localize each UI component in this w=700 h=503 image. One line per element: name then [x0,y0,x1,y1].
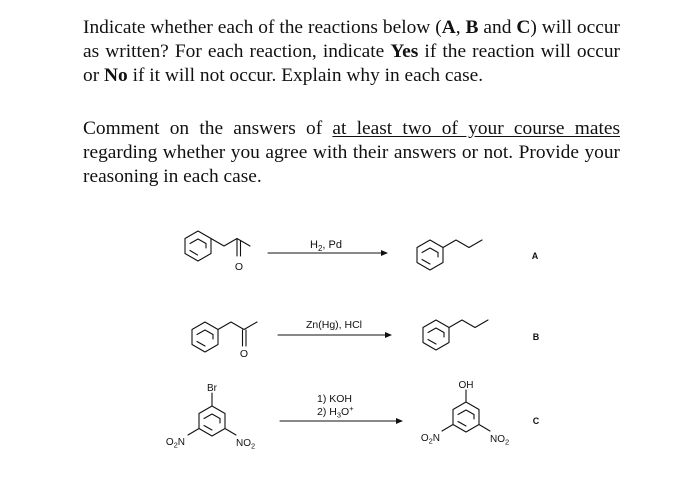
reagent-b-label: Zn(Hg), HCl [306,319,362,331]
label-a-bold: A [441,17,456,38]
reaction-a-arrow [267,250,388,256]
bromo-label: Br [207,383,218,394]
underlined-phrase: at least two of your course mates [332,118,620,139]
reaction-c-id: C [533,416,540,426]
product-b-structure [422,319,489,351]
hydroxyl-label: OH [459,380,474,391]
instruction-text: Comment on the answers of [83,118,333,139]
instruction-text: regarding whether you agree with their a… [83,142,620,187]
instruction-text: , [455,17,466,38]
nitro-right-label: NO2 [236,438,255,451]
carbonyl-oxygen-label: O [240,348,248,360]
instruction-text: if it will not occur. Explain why in eac… [127,65,484,86]
instruction-text: ) will occur as written? For each reacti… [83,17,620,62]
reaction-c-arrow [279,418,403,424]
nitro-right-label: NO2 [490,434,509,447]
product-c-structure [441,389,491,433]
reagent-a-label: H2, Pd [310,239,342,253]
no-bold: No [104,65,128,86]
instruction-text: Indicate whether each of the reactions b… [83,17,442,38]
yes-bold: Yes [390,41,419,62]
reactant-a-structure [184,230,251,262]
reactant-b-structure [191,321,258,353]
reactant-c-structure [187,392,237,437]
reagent-c-step1: 1) KOH [317,393,352,405]
product-a-structure [416,239,483,271]
nitro-left-label: O2N [166,437,185,450]
label-c-bold: C [516,17,531,38]
instruction-text: if the reaction will occur or [83,41,620,86]
instruction-paragraph-1: Indicate whether each of the reactions b… [83,16,620,88]
instruction-text: and [478,17,517,38]
reaction-a-id: A [532,251,539,261]
label-b-bold: B [465,17,479,38]
carbonyl-oxygen-label: O [235,261,243,273]
nitro-left-label: O2N [421,433,440,446]
reaction-b-id: B [533,332,540,342]
instruction-paragraph-2: Comment on the answers of at least two o… [83,117,620,189]
reaction-b-arrow [277,332,392,338]
reagent-c-step2: 2) H3O+ [317,404,354,420]
